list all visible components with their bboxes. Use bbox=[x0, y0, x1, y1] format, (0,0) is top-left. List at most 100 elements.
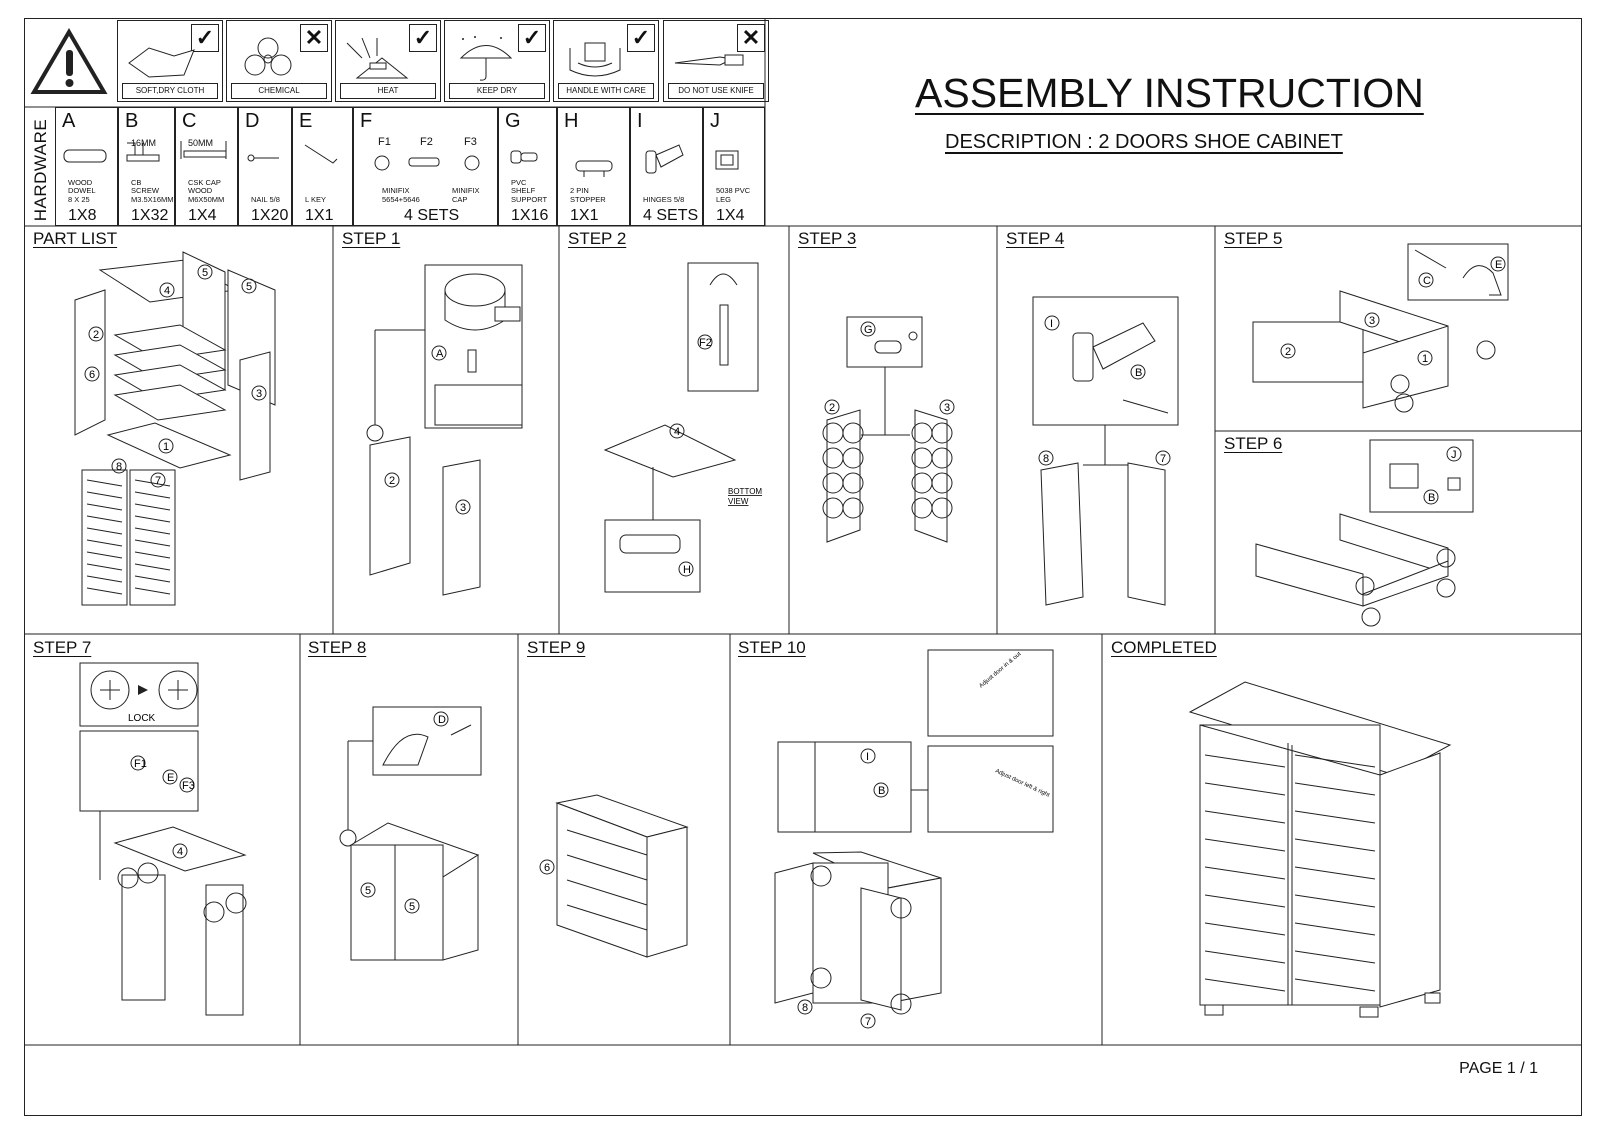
door-slat bbox=[1294, 894, 1376, 908]
door-slat bbox=[1204, 782, 1286, 796]
door-slat bbox=[86, 539, 123, 547]
svg-text:5: 5 bbox=[409, 901, 415, 913]
step5-drawing: C E 2 3 1 bbox=[1252, 243, 1509, 413]
step9-shelves bbox=[566, 829, 648, 931]
completed-drawing bbox=[1188, 681, 1452, 1018]
step9-label: STEP 9 bbox=[527, 638, 586, 657]
care-box-5: ✓HANDLE WITH CARE bbox=[553, 20, 659, 102]
svg-text:B: B bbox=[878, 785, 885, 797]
zoom-circle bbox=[931, 472, 953, 494]
care-mark-1: ✓ bbox=[191, 24, 219, 52]
page-number: PAGE 1 / 1 bbox=[1459, 1060, 1538, 1077]
hardware-desc: CSK CAP WOOD M6X50MM bbox=[188, 177, 225, 204]
hardware-qty: 1X1 bbox=[305, 207, 334, 224]
hardware-letter: G bbox=[505, 110, 521, 132]
hardware-dimension: 50MM bbox=[188, 138, 214, 148]
step10-label: STEP 10 bbox=[738, 638, 806, 657]
svg-text:D: D bbox=[438, 714, 446, 726]
zoom-circle bbox=[931, 422, 953, 444]
door-slat bbox=[134, 563, 171, 571]
warning-box bbox=[24, 18, 114, 104]
hardware-letter: A bbox=[62, 110, 76, 132]
step3-label: STEP 3 bbox=[798, 229, 857, 248]
page-frame bbox=[24, 18, 1582, 1116]
page-title: ASSEMBLY INSTRUCTION bbox=[915, 70, 1424, 116]
svg-text:4: 4 bbox=[674, 426, 680, 438]
step9-drawing: 6 bbox=[539, 794, 689, 958]
hardware-letter: C bbox=[182, 110, 197, 132]
door-slat bbox=[1204, 950, 1286, 964]
svg-text:B: B bbox=[1135, 367, 1142, 379]
hardware-c-icon bbox=[180, 141, 227, 159]
door-slat bbox=[134, 491, 171, 499]
hardware-subpart-f3: F3 bbox=[464, 136, 477, 148]
care-box-2: ✕CHEMICAL bbox=[226, 20, 332, 102]
care-mark-3: ✓ bbox=[409, 24, 437, 52]
svg-text:3: 3 bbox=[460, 502, 466, 514]
step2-drawing: F2 4 H BOTTOM VIEW bbox=[603, 262, 762, 593]
hardware-a-icon bbox=[63, 149, 107, 163]
zoom-circle bbox=[842, 497, 864, 519]
umbrella-icon bbox=[459, 36, 513, 81]
door-slat bbox=[1294, 810, 1376, 824]
svg-text:3: 3 bbox=[1369, 315, 1375, 327]
hardware-letter: B bbox=[125, 110, 139, 132]
svg-text:8: 8 bbox=[116, 461, 122, 473]
step6-drawing: J B bbox=[1255, 439, 1474, 627]
svg-text:2: 2 bbox=[829, 402, 835, 414]
hardware-letter: D bbox=[245, 110, 260, 132]
step5-label: STEP 5 bbox=[1224, 229, 1283, 248]
knife-icon bbox=[674, 54, 744, 66]
door-slat bbox=[134, 587, 171, 595]
svg-text:E: E bbox=[1495, 259, 1502, 271]
step1-label: STEP 1 bbox=[342, 229, 401, 248]
care-label-5: HANDLE WITH CARE bbox=[558, 83, 654, 99]
step10-drawing: I B Adjust door in & out Adjust door lef… bbox=[774, 649, 1054, 1029]
step7-label: STEP 7 bbox=[33, 638, 92, 657]
svg-text:2: 2 bbox=[93, 329, 99, 341]
care-label-1: SOFT,DRY CLOTH bbox=[122, 83, 218, 99]
hardware-j-icon bbox=[715, 150, 739, 170]
zoom-circle bbox=[842, 447, 864, 469]
svg-text:6: 6 bbox=[89, 369, 95, 381]
hardware-h-icon bbox=[575, 160, 613, 177]
hardware-desc: CB SCREW M3.5X16MM bbox=[131, 177, 174, 204]
care-label-6: DO NOT USE KNIFE bbox=[668, 83, 764, 99]
svg-text:8: 8 bbox=[1043, 453, 1049, 465]
hardware-item-g: G PVC SHELF SUPPORT 1X16 bbox=[498, 107, 557, 226]
care-label-2: CHEMICAL bbox=[231, 83, 327, 99]
care-box-4: ✓KEEP DRY bbox=[444, 20, 550, 102]
door-slat bbox=[134, 527, 171, 535]
door-slat bbox=[134, 515, 171, 523]
hardware-desc: PVC SHELF SUPPORT bbox=[511, 177, 548, 204]
svg-text:C: C bbox=[1423, 275, 1431, 287]
door-slat bbox=[86, 515, 123, 523]
door-slat bbox=[1294, 866, 1376, 880]
step3-zoom-circles bbox=[822, 422, 953, 519]
completed-label: COMPLETED bbox=[1111, 638, 1217, 657]
hardware-dimension: 16MM bbox=[131, 138, 157, 148]
biohazard-icon bbox=[244, 37, 292, 76]
cloth-icon bbox=[128, 47, 195, 78]
svg-text:3: 3 bbox=[944, 402, 950, 414]
zoom-circle bbox=[931, 497, 953, 519]
step8-drawing: D 5 5 bbox=[339, 706, 482, 961]
part-list-label: PART LIST bbox=[33, 229, 118, 248]
svg-text:F2: F2 bbox=[699, 337, 712, 349]
hardware-f-icon bbox=[374, 155, 480, 171]
svg-text:I: I bbox=[1050, 318, 1053, 330]
svg-text:G: G bbox=[864, 324, 873, 336]
care-box-3: ✓HEAT bbox=[335, 20, 441, 102]
hardware-letter: I bbox=[637, 110, 643, 132]
hardware-qty: 1X16 bbox=[511, 207, 549, 224]
door-slat bbox=[134, 503, 171, 511]
door-slat bbox=[134, 479, 171, 487]
svg-text:7: 7 bbox=[155, 475, 161, 487]
door-slat bbox=[134, 551, 171, 559]
hardware-e-icon bbox=[304, 144, 338, 164]
svg-text:E: E bbox=[167, 772, 174, 784]
